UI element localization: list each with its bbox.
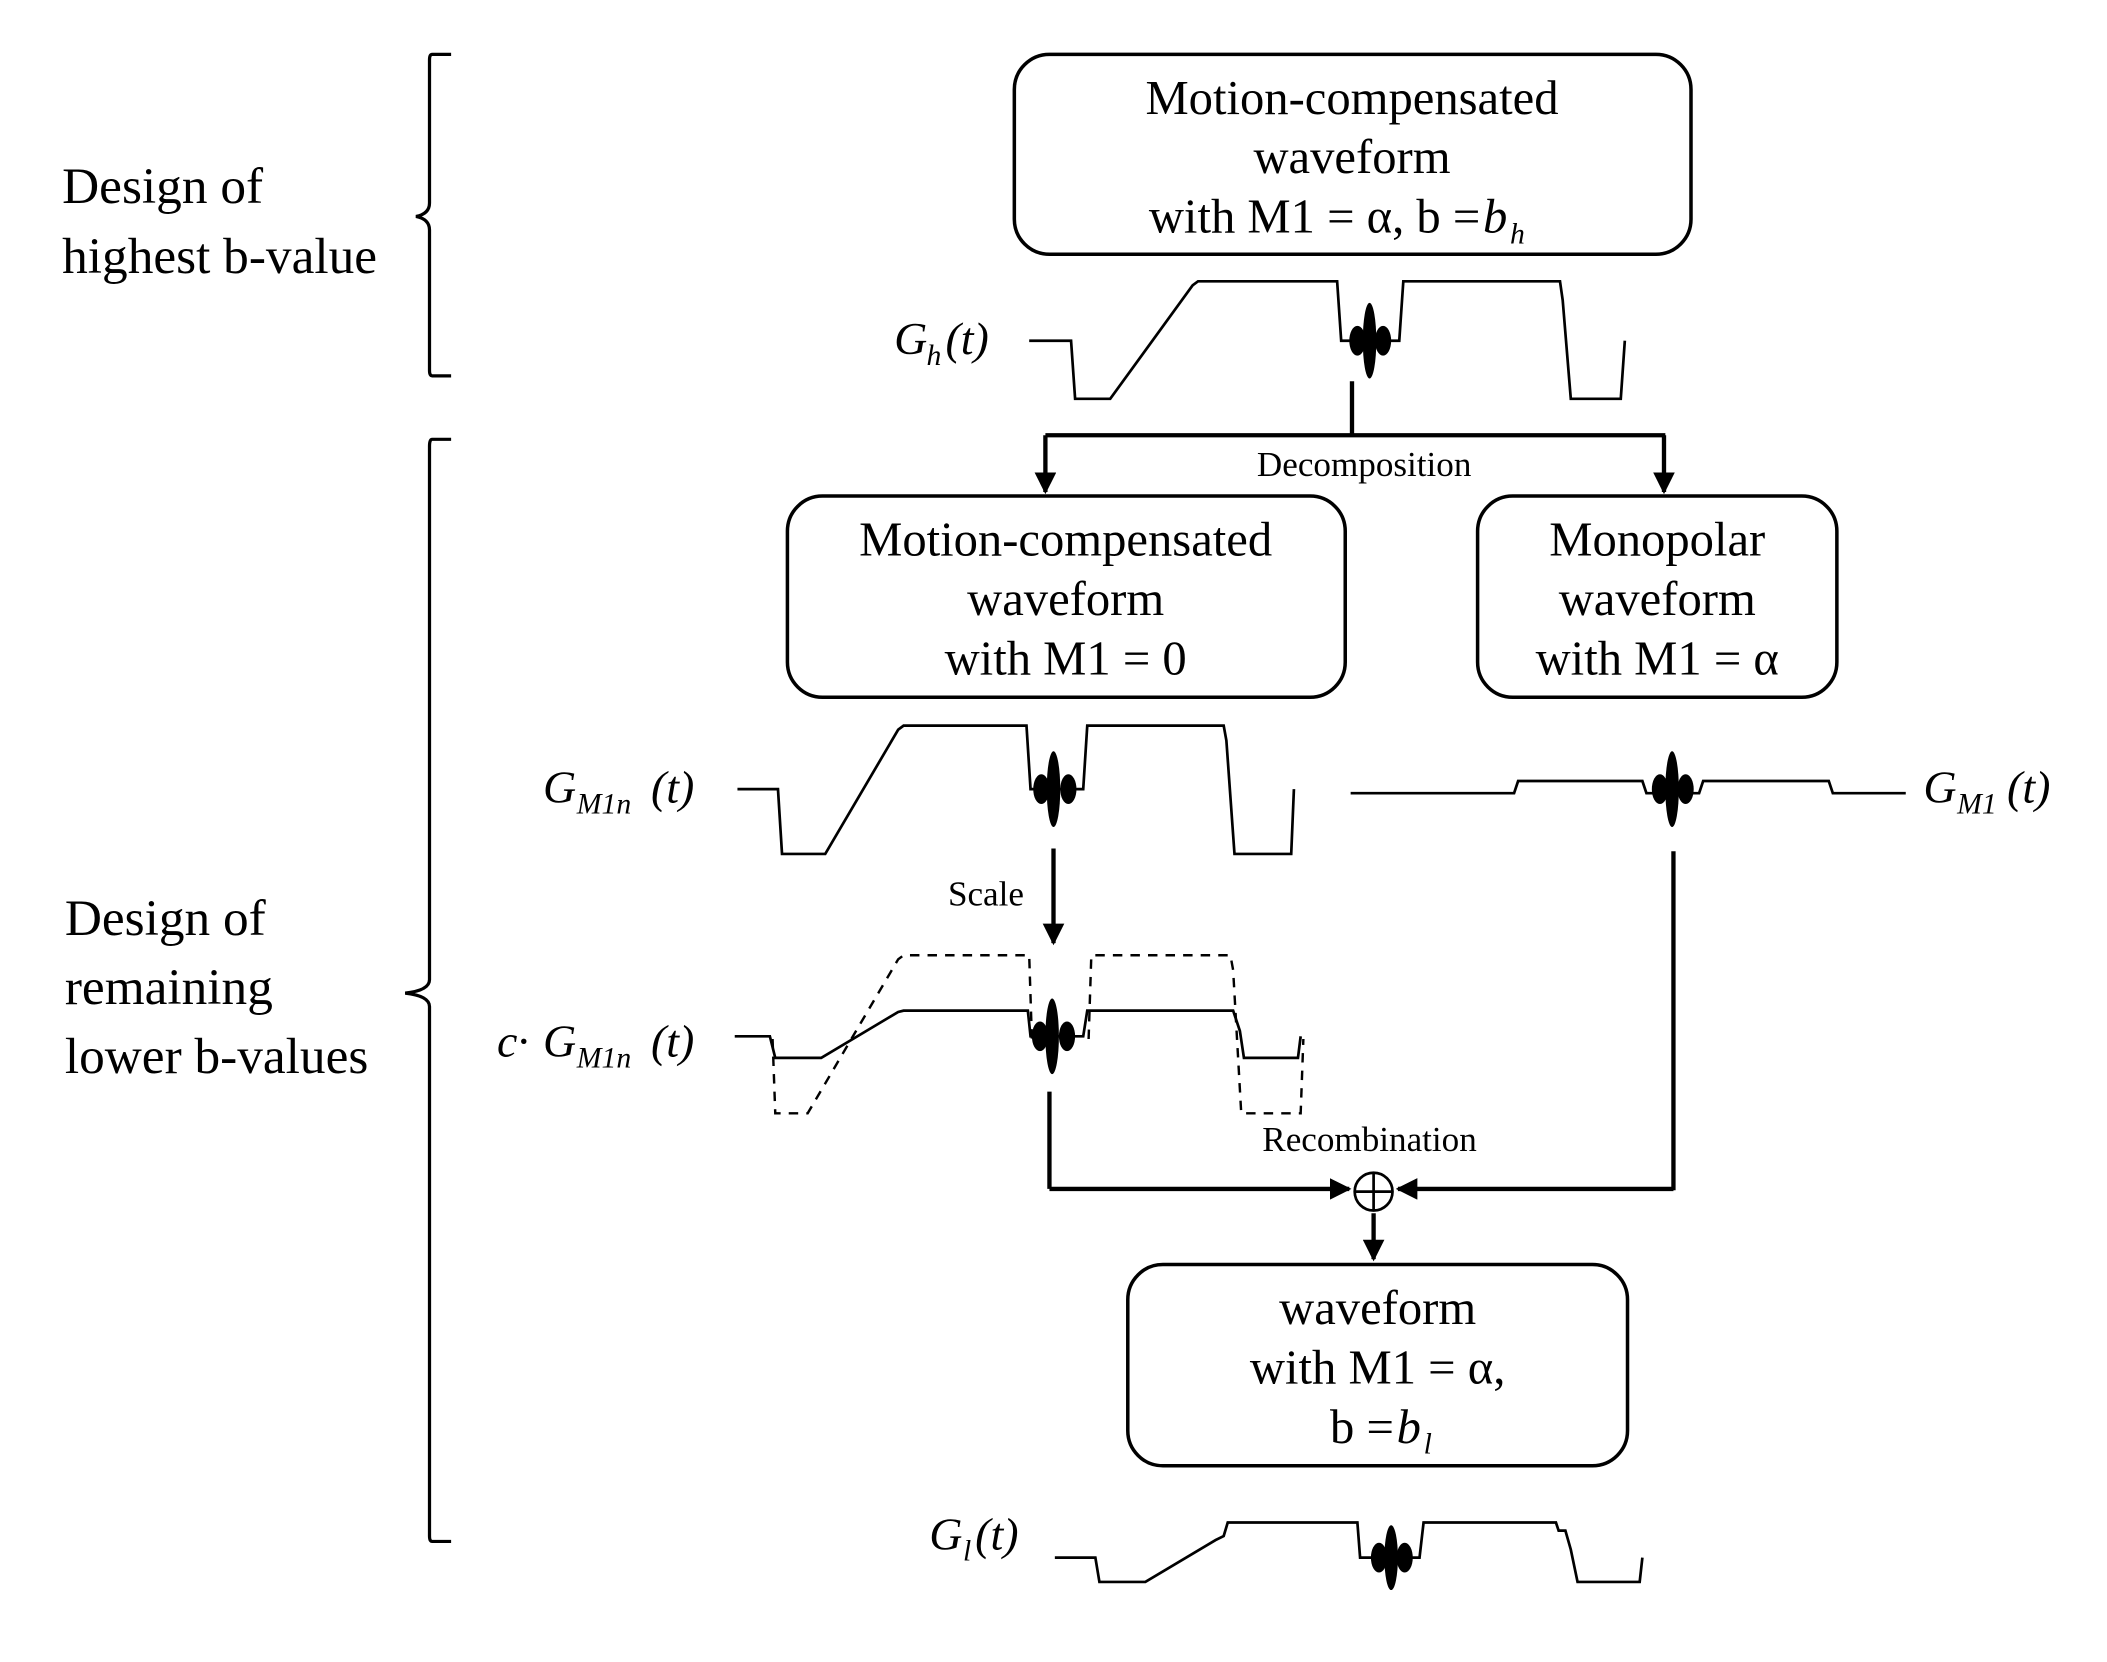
box-bottom-b-sub: l <box>1424 1429 1432 1461</box>
box-left-mc-m1-zero: Motion-compensated waveform with M1 = 0 <box>785 494 1347 700</box>
section-label-remaining-line1: Design of <box>65 890 267 947</box>
gh-label-sub: h <box>927 340 942 372</box>
brace-remaining <box>405 437 452 1544</box>
gl-label-main: G <box>929 1509 962 1560</box>
cgm1n-label-sub: M1n <box>576 1042 631 1074</box>
section-label-remaining-line3: lower b-values <box>65 1028 369 1085</box>
decomposition-label: Decomposition <box>1257 445 1472 484</box>
waveform-gm1n: G M1n (t) <box>543 724 1296 856</box>
gl-label-arg: (t) <box>975 1509 1018 1560</box>
waveform-gm1: G M1 (t) <box>1350 751 2050 827</box>
waveform-gl: G l (t) <box>929 1509 1644 1591</box>
gl-label-sub: l <box>963 1535 971 1567</box>
box-right-line3: with M1 = α <box>1536 631 1779 685</box>
gm1-label-arg: (t) <box>2007 762 2050 813</box>
scale-label: Scale <box>948 874 1024 913</box>
box-left-line2: waveform <box>967 572 1164 626</box>
rf-pulse-icon <box>1349 302 1392 379</box>
section-label-highest-line1: Design of <box>62 158 264 215</box>
box-top-line3: with M1 = α, b = <box>1149 190 1480 244</box>
decomposition-connector: Decomposition <box>1034 381 1675 495</box>
rf-pulse-icon <box>1651 751 1694 827</box>
section-label-remaining: Design of remaining lower b-values <box>65 890 369 1085</box>
box-bottom-result-waveform: waveform with M1 = α, b = b l <box>1126 1262 1630 1468</box>
sum-icon <box>1353 1171 1394 1212</box>
section-label-highest: Design of highest b-value <box>62 158 377 285</box>
scale-connector: Scale <box>948 848 1065 946</box>
box-top-b-symbol: b <box>1483 190 1507 244</box>
cgm1n-original-trace-dashed <box>771 954 1305 1115</box>
box-bottom-line2: with M1 = α, <box>1250 1340 1505 1394</box>
cgm1n-scaled-trace <box>734 1009 1303 1060</box>
cgm1n-label-main: G <box>543 1016 576 1067</box>
cgm1n-label-arg: (t) <box>651 1016 694 1067</box>
recombination-connector: Recombination <box>1047 851 1676 1262</box>
gm1n-label-main: G <box>543 762 576 813</box>
section-label-remaining-line2: remaining <box>65 959 273 1016</box>
box-top-line1: Motion-compensated <box>1145 71 1558 125</box>
box-bottom-b-symbol: b <box>1397 1400 1421 1454</box>
box-bottom-line1: waveform <box>1279 1281 1476 1335</box>
box-top-mc-waveform: Motion-compensated waveform with M1 = α,… <box>1012 52 1693 257</box>
gm1-trace <box>1350 779 1906 795</box>
gm1n-label-sub: M1n <box>576 788 631 820</box>
gl-trace <box>1054 1521 1644 1584</box>
cgm1n-label-prefix: c· <box>497 1016 529 1067</box>
gm1n-label-arg: (t) <box>651 762 694 813</box>
gh-label-main: G <box>894 313 927 364</box>
rf-pulse-icon <box>1370 1525 1413 1591</box>
gh-trace <box>1029 279 1627 401</box>
gm1-label-sub: M1 <box>1956 788 1997 820</box>
box-top-b-sub: h <box>1510 218 1525 250</box>
gm1-label-main: G <box>1923 762 1956 813</box>
brace-highest <box>415 52 452 378</box>
rf-pulse-icon <box>1031 998 1076 1075</box>
box-right-monopolar: Monopolar waveform with M1 = α <box>1475 494 1839 700</box>
recombination-label: Recombination <box>1262 1120 1477 1159</box>
gh-label-arg: (t) <box>945 313 988 364</box>
gm1n-trace <box>737 724 1296 856</box>
box-bottom-line3: b = <box>1330 1400 1394 1454</box>
box-right-line1: Monopolar <box>1549 512 1765 566</box>
box-left-line1: Motion-compensated <box>859 512 1272 566</box>
waveform-gh: G h (t) <box>894 279 1627 401</box>
box-left-line3: with M1 = 0 <box>945 631 1187 685</box>
section-label-highest-line2: highest b-value <box>62 228 377 285</box>
waveform-cgm1n: c· G M1n (t) <box>497 954 1305 1115</box>
box-top-line2: waveform <box>1253 130 1450 184</box>
rf-pulse-icon <box>1033 751 1077 827</box>
box-right-line2: waveform <box>1559 572 1756 626</box>
